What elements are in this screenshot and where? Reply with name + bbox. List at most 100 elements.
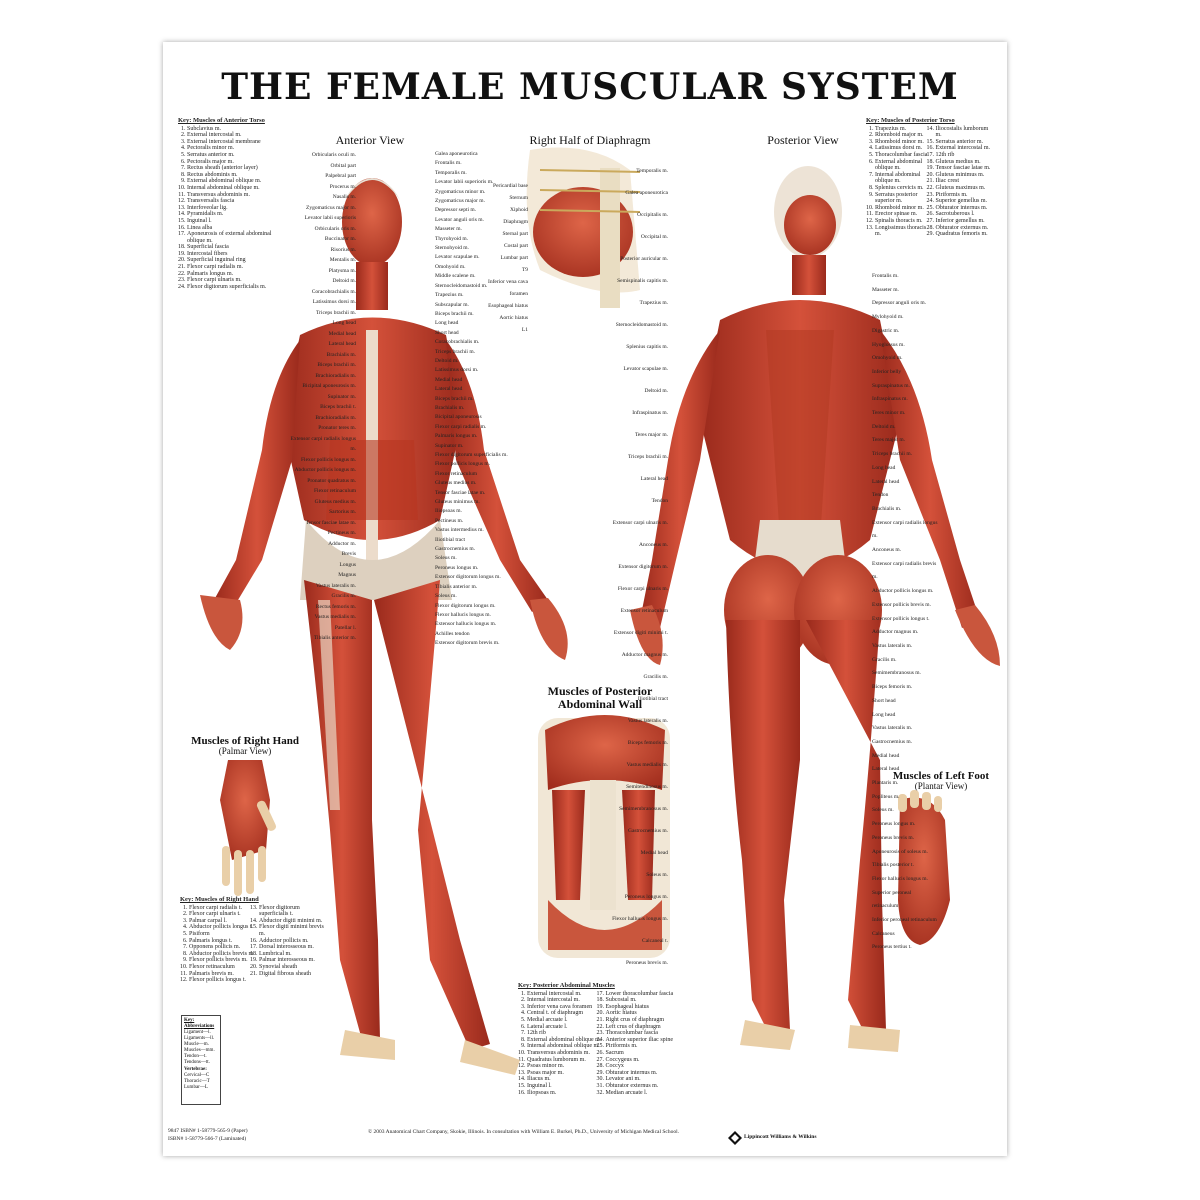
- callout-label: Trapezius m.: [435, 292, 464, 299]
- key-item: Psoas minor m.: [527, 1063, 602, 1070]
- callout-label: Mentalis m.: [329, 257, 356, 263]
- foot-subheading: (Plantar View): [914, 781, 968, 791]
- key-item: Abductor digiti minimi m.: [259, 918, 325, 925]
- callout-label: Soleus m.: [435, 555, 457, 562]
- key-item: Rhomboid minor m.: [875, 139, 932, 146]
- key-item: 12th rib: [527, 1030, 602, 1037]
- key-item: Rhomboid minor m.: [875, 205, 932, 212]
- callout-label: Diaphragm: [503, 219, 528, 225]
- callout-label: Medial head: [872, 752, 900, 759]
- callout-label: Magnus: [338, 572, 356, 578]
- key-item: Pectoralis minor m.: [187, 145, 283, 152]
- key-item: Esophageal hiatus: [606, 1004, 681, 1011]
- callout-label: Extensor digiti minimi t.: [613, 630, 668, 636]
- callout-label: Sternocleidomastoid m.: [615, 322, 668, 328]
- callout-label: Short head: [872, 697, 896, 704]
- callout-label: Long head: [872, 711, 896, 718]
- callout-label: Short head: [435, 329, 459, 336]
- key-item: Flexor retinaculum: [189, 964, 255, 971]
- key-item: Trapezius m.: [875, 126, 932, 133]
- callout-label: Biceps brachii t.: [320, 404, 356, 410]
- key-item: 12th rib: [936, 152, 993, 159]
- key-item: Gluteus medius m.: [936, 159, 993, 166]
- callout-label: Tensor fasciae latae m.: [305, 519, 356, 526]
- callout-label: Sternohyoid m.: [435, 245, 469, 252]
- key-item: Serratus posterior superior m.: [875, 192, 932, 205]
- callout-label: Temporalis m.: [435, 169, 467, 176]
- key-item: Internal intercostal m.: [527, 997, 602, 1004]
- callout-label: Masseter m.: [872, 286, 899, 293]
- key-item: Synovial sheath: [259, 964, 325, 971]
- key-item: Palmaris longus m.: [187, 271, 283, 278]
- callout-label: Sternum: [509, 195, 528, 201]
- callout-label: Omohyoid m.: [872, 355, 903, 362]
- callout-label: Biceps brachii m.: [317, 362, 356, 368]
- key-item: Sacrotuberous l.: [936, 211, 993, 218]
- callout-label: Costal part: [504, 243, 528, 249]
- key-item: Transversus abdominis m.: [527, 1050, 602, 1057]
- key-item: External intercostal membrane: [187, 139, 283, 146]
- callout-label: Peroneus longus m.: [624, 894, 668, 900]
- key-item: Left crus of diaphragm: [606, 1024, 681, 1031]
- key-item: Flexor carpi ulnaris t.: [189, 911, 255, 918]
- key-item: Pyramidalis m.: [187, 211, 283, 218]
- callout-label: Orbicularis oris m.: [314, 225, 356, 232]
- key-item: Lateral arcuate l.: [527, 1024, 602, 1031]
- callout-label: Gastrocnemius m.: [435, 546, 476, 553]
- callout-label: Tibialis anterior m.: [435, 583, 478, 590]
- callout-label: Pectineus m.: [435, 517, 464, 524]
- callout-label: Orbital part: [330, 162, 356, 169]
- key-right-hand-title: Key: Muscles of Right Hand: [180, 896, 259, 903]
- key-item: Latissimus dorsi m.: [875, 145, 932, 152]
- callout-label: Brevis: [341, 551, 356, 557]
- callout-label: Supinator m.: [327, 393, 356, 400]
- callout-label: Adductor magnus m.: [621, 652, 668, 658]
- anterior-figure: [200, 178, 568, 1075]
- key-item: Piriformis m.: [936, 192, 993, 199]
- callout-label: Levator labii superioris: [304, 215, 356, 221]
- diaphragm-illustration: [526, 147, 641, 308]
- callout-label: Deltoid m.: [644, 388, 668, 394]
- callout-label: Semimembranosus m.: [872, 670, 921, 677]
- key-item: Obturator externus m.: [936, 225, 993, 232]
- callout-label: Subscapular m.: [435, 301, 469, 308]
- key-item: Obturator internus m.: [606, 1070, 681, 1077]
- callout-label: Posterior auricular m.: [620, 256, 668, 262]
- callout-label: Coracobrachialis m.: [435, 339, 480, 346]
- callout-label: Zygomaticus minor m.: [435, 188, 486, 195]
- callout-label: Triceps brachii m.: [316, 309, 356, 316]
- key-item: Abductor pollicis longus t.: [189, 924, 255, 931]
- callout-label: Lateral head: [435, 386, 463, 393]
- callout-label: Adductor m.: [328, 540, 356, 547]
- callout-label: Muscles—mm.: [184, 1048, 215, 1053]
- abbr-list: Ligament—l.Ligaments—ll.Muscle—m.Muscles…: [184, 1030, 218, 1066]
- callout-label: Biceps femoris m.: [872, 684, 913, 691]
- callout-label: Lateral head: [640, 476, 668, 482]
- callout-label: Supraspinatus m.: [872, 382, 910, 389]
- callout-label: Anconeus m.: [638, 542, 668, 548]
- callout-label: Platysma m.: [328, 267, 356, 274]
- callout-label: Vastus medialis m.: [626, 762, 668, 768]
- callout-label: Extensor carpi radialis brevis m.: [872, 560, 937, 581]
- key-item: Spinalis thoracis m.: [875, 218, 932, 225]
- callout-label: Flexor carpi radialis m.: [435, 423, 487, 430]
- callout-label: Long head: [435, 320, 459, 327]
- callout-label: Frontalis m.: [435, 160, 462, 167]
- callout-label: Teres major m.: [634, 432, 668, 438]
- key-item: Longissimus thoracis m.: [875, 225, 932, 238]
- key-item: Levator ani m.: [606, 1076, 681, 1083]
- callout-label: Brachialis m.: [435, 404, 465, 411]
- key-item: Interfoveolar lig.: [187, 205, 283, 212]
- callout-label: Anconeus m.: [872, 547, 902, 554]
- posterior-view-heading: Posterior View: [767, 133, 839, 147]
- abbr-vert-title: Vertebrae:: [184, 1067, 207, 1072]
- key-item: Flexor carpi radialis t.: [189, 905, 255, 912]
- key-item: Anterior superior iliac spine: [606, 1037, 681, 1044]
- callout-label: Middle scalene m.: [435, 273, 476, 280]
- callout-label: Levator labii superioris m.: [435, 179, 494, 186]
- callout-label: Popliteus m.: [872, 793, 900, 800]
- key-right-hand-list: Flexor carpi radialis t.Flexor carpi uln…: [180, 905, 325, 984]
